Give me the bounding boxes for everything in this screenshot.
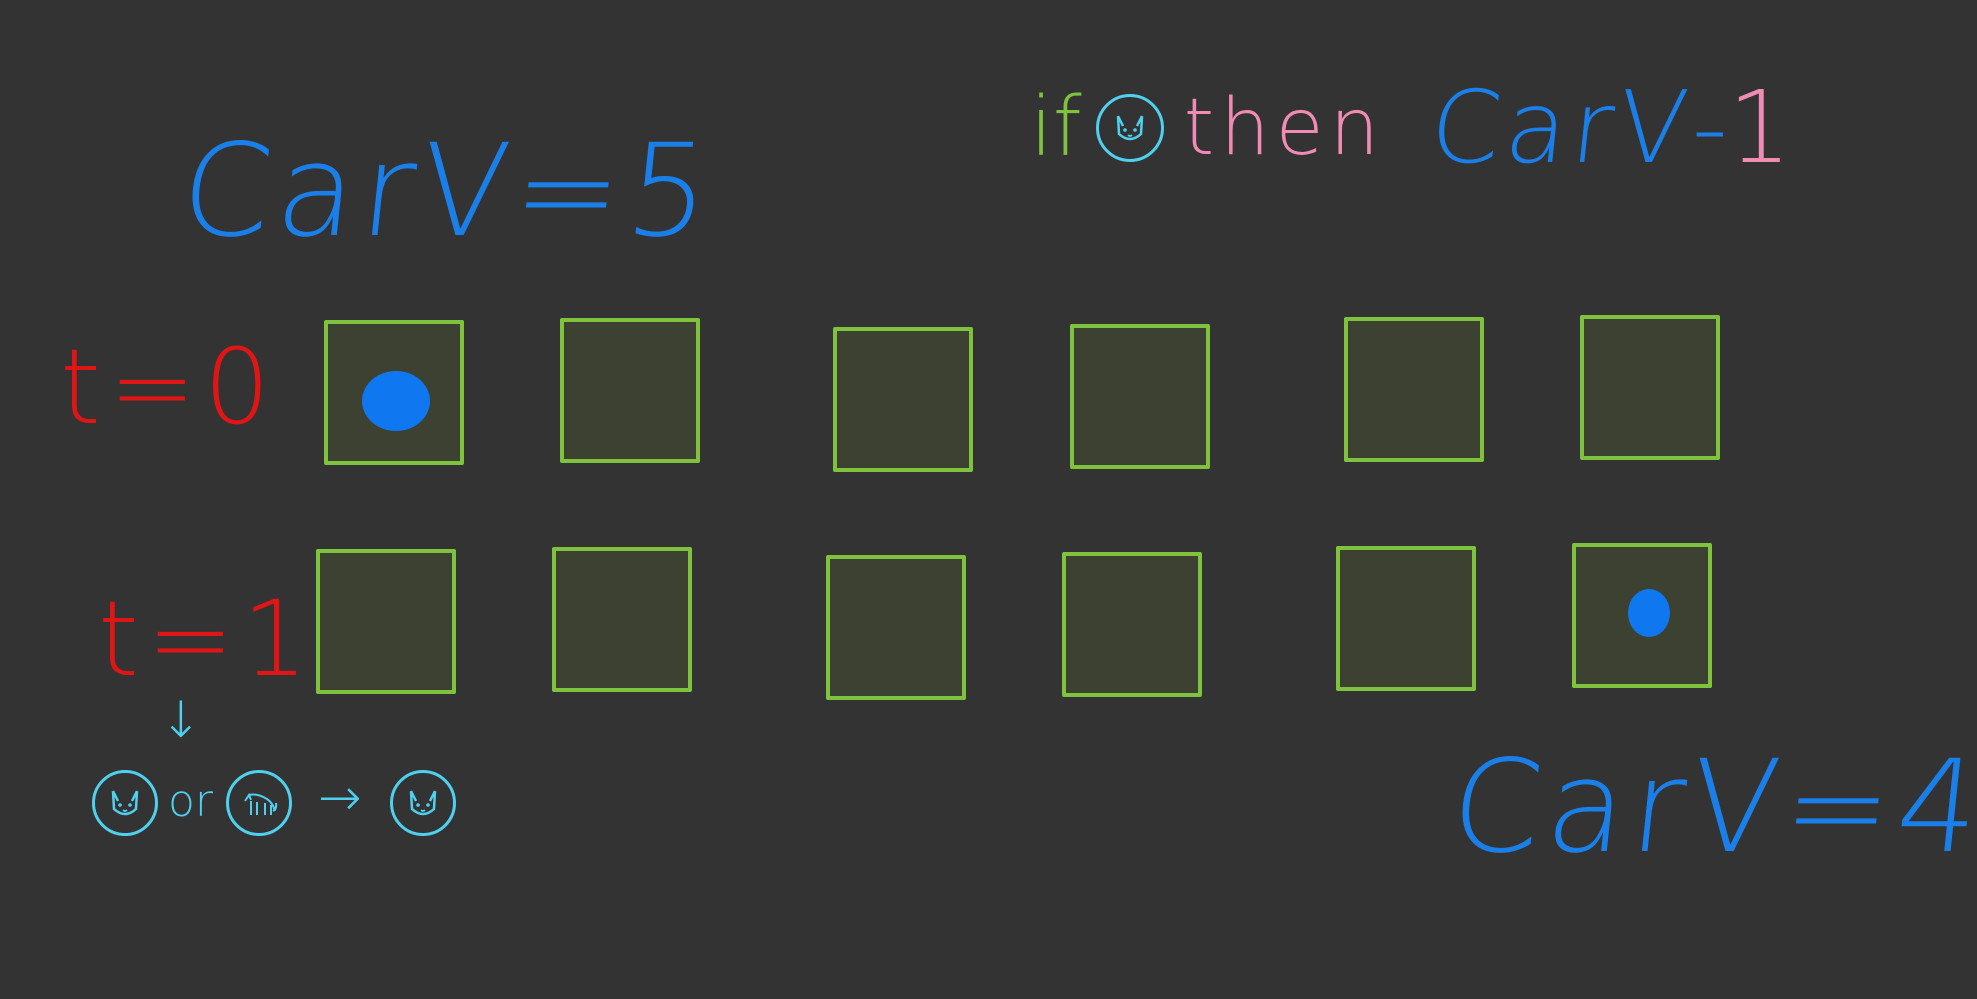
road-cell xyxy=(1062,552,1202,697)
rule-decrement-value: 1 xyxy=(1727,69,1792,186)
cat-face-icon xyxy=(1095,94,1164,162)
rule-then-label: then xyxy=(1183,83,1386,173)
row-label-t0: t=0 xyxy=(60,326,279,448)
road-cell xyxy=(1344,317,1484,462)
row-label-t1: t=1 xyxy=(98,578,317,700)
updated-velocity-label: CarV=4 xyxy=(1444,733,1977,882)
down-arrow-icon: ↓ xyxy=(160,691,202,749)
rule-carv-label: CarV xyxy=(1425,69,1698,186)
rule-minus-sign: - xyxy=(1691,69,1728,186)
legend-or-label: or xyxy=(168,776,214,827)
road-cell xyxy=(324,320,464,465)
cat-body-icon xyxy=(226,770,292,836)
road-cell xyxy=(826,555,966,700)
road-cell xyxy=(1336,546,1476,691)
road-cell xyxy=(1580,315,1720,460)
right-arrow-icon: → xyxy=(318,768,362,828)
road-cell xyxy=(552,547,692,692)
road-cell xyxy=(1070,324,1210,469)
road-cell xyxy=(560,318,700,463)
rule: if then CarV-1 xyxy=(1030,69,1792,186)
rule-if-label: if xyxy=(1030,80,1082,175)
road-cell xyxy=(1572,543,1712,688)
cat-face-icon xyxy=(390,770,456,836)
cat-face-icon xyxy=(92,770,158,836)
initial-velocity-label: CarV=5 xyxy=(174,117,723,266)
car-dot xyxy=(362,371,430,431)
car-dot xyxy=(1628,589,1670,637)
road-cell xyxy=(833,327,973,472)
road-cell xyxy=(316,549,456,694)
